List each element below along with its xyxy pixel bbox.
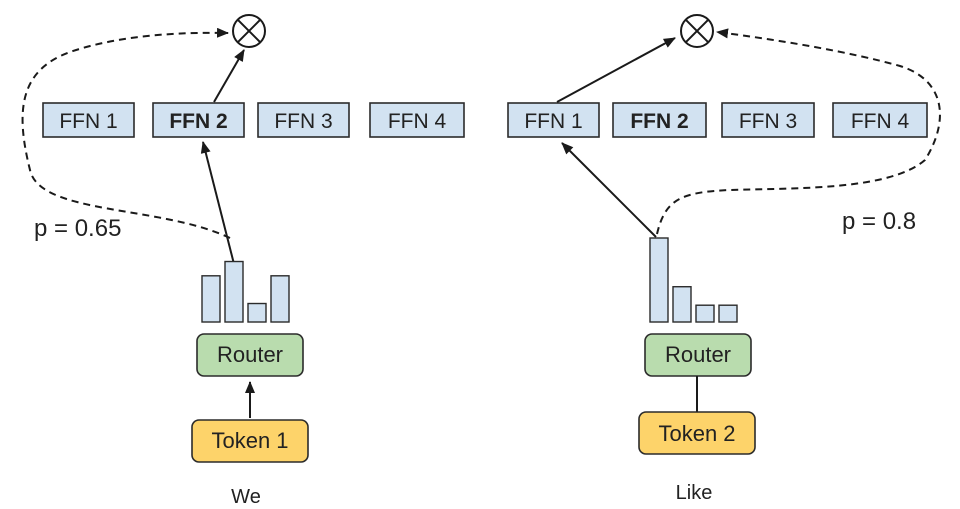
left-expert-ffn-1: FFN 1 bbox=[42, 102, 135, 138]
svg-text:FFN 4: FFN 4 bbox=[388, 110, 447, 133]
left-router: Router bbox=[196, 333, 304, 377]
left-expert-to-combine-arrow bbox=[213, 49, 245, 103]
right-probability-dashed-arrow bbox=[656, 28, 941, 235]
right-router: Router bbox=[644, 333, 752, 377]
left-router-score-bar-3 bbox=[247, 302, 267, 323]
svg-text:FFN 4: FFN 4 bbox=[851, 110, 910, 133]
right-expert-ffn-4: FFN 4 bbox=[832, 102, 928, 138]
svg-text:FFN 1: FFN 1 bbox=[59, 110, 117, 133]
right-expert-ffn-1: FFN 1 bbox=[507, 102, 600, 138]
left-multiply-circle-icon bbox=[232, 14, 266, 48]
left-expert-ffn-4: FFN 4 bbox=[369, 102, 465, 138]
left-token: Token 1 bbox=[191, 419, 309, 463]
right-router-to-expert-arrow bbox=[561, 142, 657, 238]
left-router-score-bars bbox=[201, 260, 290, 323]
left-router-to-expert-arrow bbox=[200, 141, 235, 265]
svg-text:FFN 1: FFN 1 bbox=[524, 110, 582, 133]
svg-text:Token 1: Token 1 bbox=[211, 428, 288, 453]
svg-text:FFN 3: FFN 3 bbox=[274, 110, 332, 133]
right-expert-ffn-3: FFN 3 bbox=[721, 102, 815, 138]
left-expert-ffn-2: FFN 2 bbox=[152, 102, 245, 138]
left-router-score-bar-2 bbox=[224, 260, 244, 323]
right-expert-to-combine-arrow bbox=[556, 37, 676, 103]
right-word: Like bbox=[676, 482, 713, 504]
right-multiply-circle-icon bbox=[680, 14, 714, 48]
right-panel: FFN 1 FFN 2 FFN 3 FFN 4 p = 0.8 Router bbox=[507, 14, 941, 504]
right-router-score-bar-3 bbox=[695, 304, 715, 323]
right-probability-label: p = 0.8 bbox=[842, 208, 916, 235]
right-router-score-bar-4 bbox=[718, 304, 738, 323]
left-expert-ffn-3: FFN 3 bbox=[257, 102, 350, 138]
svg-text:FFN 3: FFN 3 bbox=[739, 110, 797, 133]
right-token: Token 2 bbox=[638, 411, 756, 455]
right-expert-ffn-2: FFN 2 bbox=[612, 102, 707, 138]
left-router-score-bar-1 bbox=[201, 275, 221, 323]
left-probability-dashed-arrow bbox=[21, 27, 231, 239]
svg-text:Token 2: Token 2 bbox=[658, 421, 735, 446]
left-word: We bbox=[231, 486, 261, 508]
right-router-score-bars bbox=[649, 237, 738, 323]
svg-text:Router: Router bbox=[217, 342, 283, 367]
left-router-score-bar-4 bbox=[270, 275, 290, 323]
left-probability-label: p = 0.65 bbox=[34, 215, 121, 242]
left-panel: FFN 1 FFN 2 FFN 3 FFN 4 p = 0.65 Router bbox=[21, 14, 465, 508]
svg-text:Router: Router bbox=[665, 342, 731, 367]
right-router-score-bar-2 bbox=[672, 286, 692, 323]
svg-text:FFN 2: FFN 2 bbox=[169, 110, 227, 133]
svg-text:FFN 2: FFN 2 bbox=[630, 110, 688, 133]
right-router-score-bar-1 bbox=[649, 237, 669, 323]
